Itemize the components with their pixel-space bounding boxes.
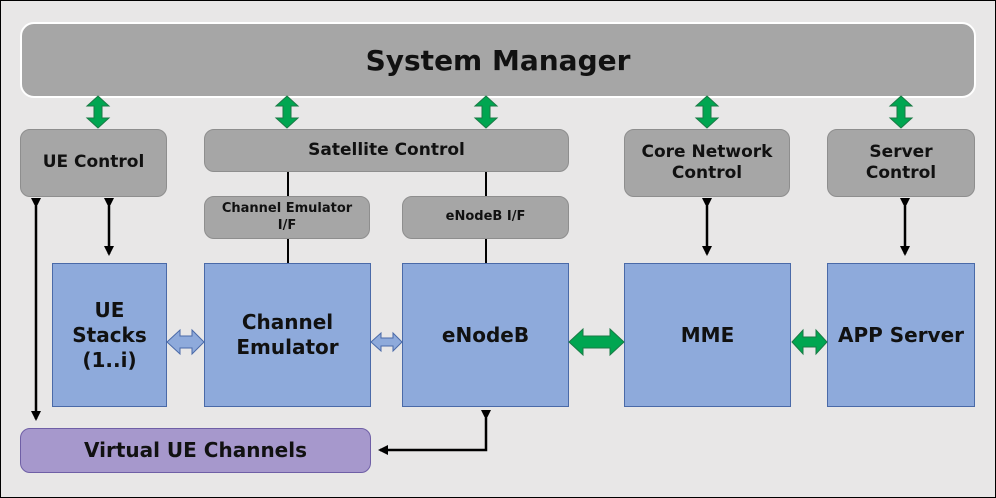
enodeb-label: eNodeB [441, 322, 530, 347]
ue-stacks-label: UE Stacks (1..i) [72, 297, 147, 372]
server-control-label: Server Control [865, 141, 937, 183]
system-manager-label: System Manager [365, 43, 631, 77]
enodeb-if-box: eNodeB I/F [402, 196, 569, 239]
enodeb-if-label: eNodeB I/F [445, 209, 526, 225]
virtual-ue-channels-box: Virtual UE Channels [20, 428, 371, 473]
virtual-ue-channels-label: Virtual UE Channels [83, 438, 308, 462]
mme-box: MME [624, 263, 791, 407]
core-network-control-box: Core Network Control [624, 129, 790, 197]
app-server-box: APP Server [827, 263, 975, 407]
channel-emulator-if-box: Channel Emulator I/F [204, 196, 370, 239]
mme-label: MME [680, 322, 735, 347]
system-manager-box: System Manager [20, 22, 976, 98]
enodeb-box: eNodeB [402, 263, 569, 407]
ue-control-box: UE Control [20, 129, 167, 197]
ue-control-label: UE Control [42, 152, 145, 173]
channel-emulator-label: Channel Emulator [236, 310, 339, 359]
satellite-control-label: Satellite Control [308, 139, 465, 160]
satellite-control-box: Satellite Control [204, 129, 569, 172]
core-network-control-label: Core Network Control [641, 141, 773, 183]
channel-emulator-if-label: Channel Emulator I/F [221, 201, 353, 233]
app-server-label: APP Server [837, 322, 965, 347]
ue-stacks-box: UE Stacks (1..i) [52, 263, 167, 407]
channel-emulator-box: Channel Emulator [204, 263, 371, 407]
server-control-box: Server Control [827, 129, 975, 197]
